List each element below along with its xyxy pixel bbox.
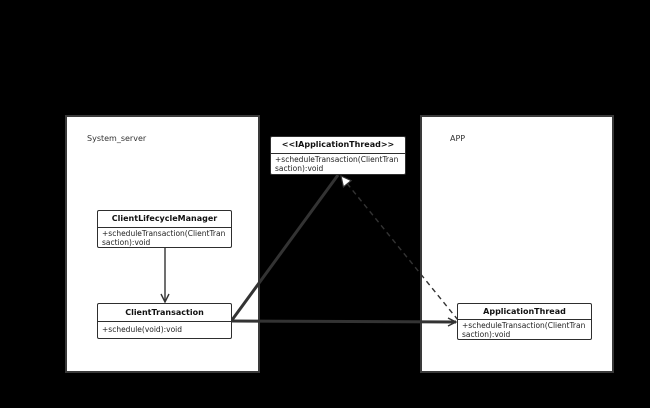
- method-line: saction):void: [102, 238, 151, 247]
- clienttransaction-name: ClientTransaction: [98, 304, 231, 322]
- method-line: +schedule(void):void: [102, 325, 183, 334]
- applicationthread-methods: +scheduleTransaction(ClientTran saction)…: [458, 320, 591, 340]
- iapplicationthread-methods: +scheduleTransaction(ClientTran saction)…: [271, 154, 405, 174]
- clientlifecyclemanager-name: ClientLifecycleManager: [98, 211, 231, 228]
- clienttransaction-methods: +schedule(void):void: [98, 322, 231, 335]
- iapplicationthread-name: <<IApplicationThread>>: [271, 137, 405, 154]
- clientlifecyclemanager-class[interactable]: ClientLifecycleManager +scheduleTransact…: [97, 210, 232, 248]
- clientlifecyclemanager-methods: +scheduleTransaction(ClientTran saction)…: [98, 228, 231, 248]
- method-line: +scheduleTransaction(ClientTran: [462, 321, 586, 330]
- clienttransaction-class[interactable]: ClientTransaction +schedule(void):void: [97, 303, 232, 339]
- iapplicationthread-class[interactable]: <<IApplicationThread>> +scheduleTransact…: [270, 136, 406, 175]
- applicationthread-class[interactable]: ApplicationThread +scheduleTransaction(C…: [457, 303, 592, 340]
- system-server-label: System_server: [87, 134, 147, 143]
- app-label: APP: [450, 134, 466, 143]
- method-line: saction):void: [462, 330, 511, 339]
- method-line: +scheduleTransaction(ClientTran: [275, 155, 399, 164]
- applicationthread-name: ApplicationThread: [458, 304, 591, 320]
- method-line: +scheduleTransaction(ClientTran: [102, 229, 226, 238]
- method-line: saction):void: [275, 164, 324, 173]
